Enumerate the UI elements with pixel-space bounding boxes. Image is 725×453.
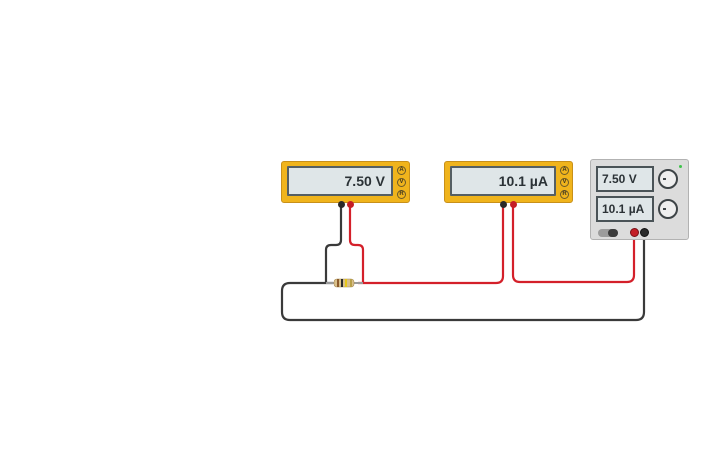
psu-voltage-display: 7.50 V xyxy=(596,166,654,192)
voltmeter[interactable]: 7.50 V A V R xyxy=(281,161,410,203)
voltmeter-screen: 7.50 V xyxy=(287,166,393,196)
voltmeter-mode-r[interactable]: R xyxy=(397,190,406,199)
wire-black-loop[interactable] xyxy=(280,236,646,322)
voltmeter-v-terminal[interactable] xyxy=(347,201,354,208)
psu-current-display: 10.1 µA xyxy=(596,196,654,222)
ammeter-screen: 10.1 µA xyxy=(450,166,556,196)
power-supply[interactable]: 7.50 V 10.1 µA xyxy=(590,159,689,240)
wire-red-voltmeter-v[interactable] xyxy=(348,206,365,283)
ammeter-reading: 10.1 µA xyxy=(498,173,548,189)
ammeter-a-terminal[interactable] xyxy=(510,201,517,208)
ammeter-mode-r[interactable]: R xyxy=(560,190,569,199)
current-knob[interactable] xyxy=(658,199,678,219)
wire-black-voltmeter-com[interactable] xyxy=(324,206,343,283)
ammeter[interactable]: 10.1 µA A V R xyxy=(444,161,573,203)
voltmeter-com-terminal[interactable] xyxy=(338,201,345,208)
voltmeter-mode-a[interactable]: A xyxy=(397,166,406,175)
wire-red-ammeter-psu[interactable] xyxy=(511,206,636,284)
ammeter-mode-a[interactable]: A xyxy=(560,166,569,175)
ammeter-com-terminal[interactable] xyxy=(500,201,507,208)
psu-negative-terminal[interactable] xyxy=(640,228,649,237)
voltmeter-mode-v[interactable]: V xyxy=(397,178,406,187)
power-switch[interactable] xyxy=(598,229,618,237)
resistor[interactable] xyxy=(326,278,363,288)
psu-positive-terminal[interactable] xyxy=(630,228,639,237)
psu-voltage-reading: 7.50 V xyxy=(602,172,637,186)
voltmeter-reading: 7.50 V xyxy=(344,173,385,189)
psu-current-reading: 10.1 µA xyxy=(602,202,645,216)
voltage-knob[interactable] xyxy=(658,169,678,189)
ammeter-mode-v[interactable]: V xyxy=(560,178,569,187)
power-led xyxy=(679,165,682,168)
wire-red-resistor-ammeter[interactable] xyxy=(358,206,505,285)
